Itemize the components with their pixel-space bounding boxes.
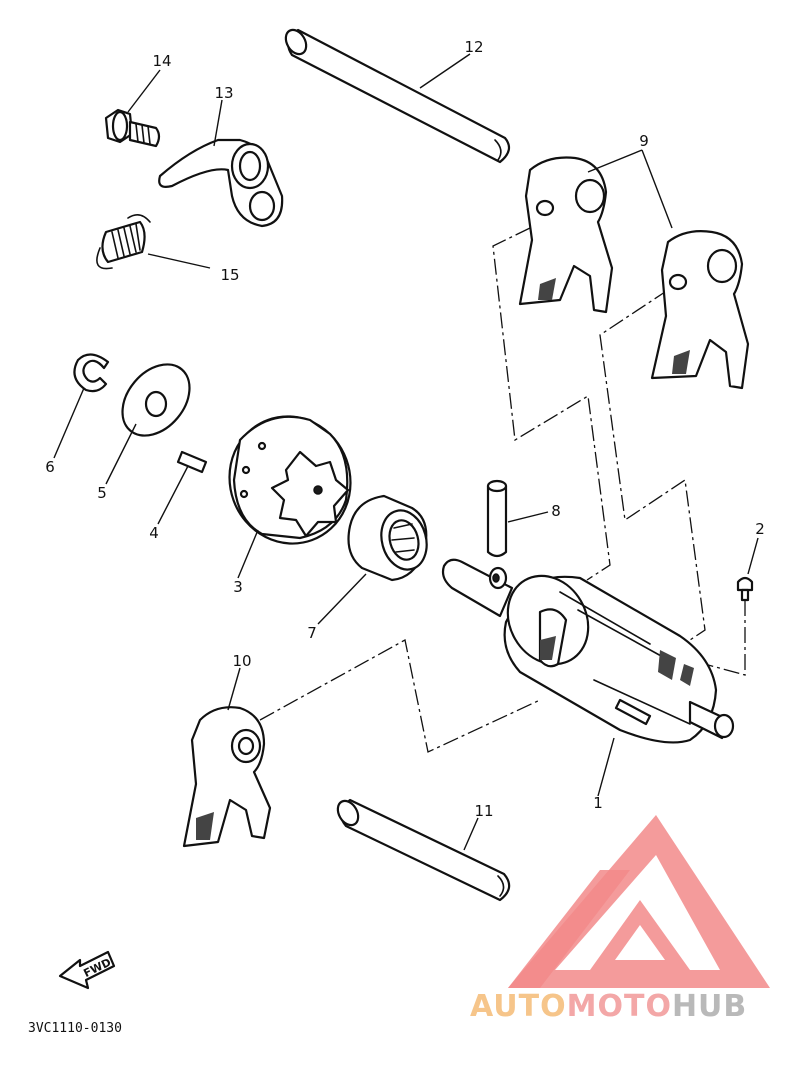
part-14-bolt [104,108,161,148]
watermark-logo [508,815,770,988]
part-12-guide-bar [284,28,511,164]
leader-lines [53,53,759,851]
callout-3: 3 [233,578,243,596]
callout-6: 6 [45,458,55,476]
callout-7: 7 [307,624,317,642]
part-7-bearing [347,494,428,582]
part-9-shift-forks [518,156,750,390]
callout-9: 9 [639,132,649,150]
watermark-triangle-inner [590,900,690,970]
watermark-text-hub: HUB [672,989,747,1024]
drawing-code: 3VC1110-0130 [28,1021,122,1036]
callout-13: 13 [214,84,233,102]
watermark-text-moto: MOTO [567,989,672,1024]
callout-8: 8 [551,502,561,520]
part-10-shift-fork [182,706,272,848]
callout-labels: 1 2 3 4 5 6 7 8 9 10 11 12 13 14 15 [45,38,765,820]
part-3-shift-cam-segment [228,415,352,545]
callout-10: 10 [232,652,251,670]
callout-14: 14 [152,52,171,70]
part-15-spring [96,214,151,270]
callout-15: 15 [220,266,239,284]
watermark-triangle-outer [508,815,770,988]
callout-1: 1 [593,794,603,812]
watermark-text: AUTOMOTOHUB [470,989,747,1024]
callout-4: 4 [149,524,159,542]
part-11-guide-bar [336,798,511,902]
callout-12: 12 [464,38,483,56]
part-13-stopper-lever [158,138,284,228]
callout-11: 11 [474,802,493,820]
part-6-circlip [73,353,110,393]
watermark-text-auto: AUTO [470,989,567,1024]
part-2-small-pin [736,576,754,602]
callout-2: 2 [755,520,765,538]
part-4-dowel-pin [176,450,208,474]
callout-5: 5 [97,484,107,502]
watermark-triangle-left [508,870,630,988]
part-5-washer [121,363,191,437]
part-1-shift-drum [441,558,735,744]
fwd-arrow: FWD [58,950,116,990]
part-8-pin [486,479,508,558]
